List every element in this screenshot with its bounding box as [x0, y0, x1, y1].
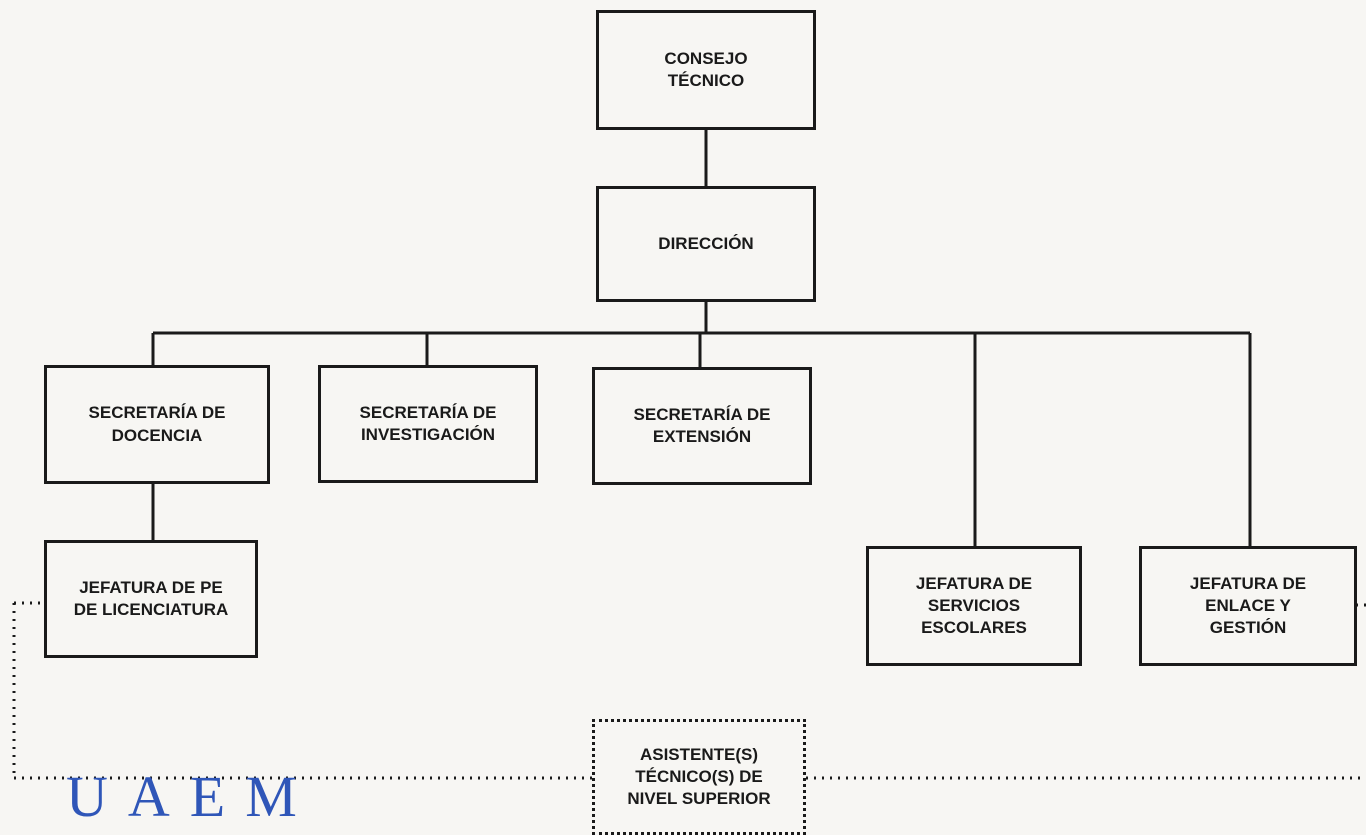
label-jefatura-enlace-gestion: JEFATURA DE ENLACE Y GESTIÓN	[1189, 573, 1307, 638]
label-consejo-tecnico: CONSEJO TÉCNICO	[664, 48, 748, 90]
label-jefatura-licenciatura: JEFATURA DE PE DE LICENCIATURA	[73, 577, 229, 619]
label-secretaria-extension: SECRETARÍA DE EXTENSIÓN	[633, 404, 771, 446]
box-asistentes-tecnicos: ASISTENTE(S) TÉCNICO(S) DE NIVEL SUPERIO…	[592, 719, 806, 835]
box-jefatura-servicios-escolares: JEFATURA DE SERVICIOS ESCOLARES	[866, 546, 1082, 666]
box-secretaria-investigacion: SECRETARÍA DE INVESTIGACIÓN	[318, 365, 538, 483]
box-secretaria-extension: SECRETARÍA DE EXTENSIÓN	[592, 367, 812, 485]
box-direccion: DIRECCIÓN	[596, 186, 816, 302]
box-jefatura-enlace-gestion: JEFATURA DE ENLACE Y GESTIÓN	[1139, 546, 1357, 666]
label-asistentes-tecnicos: ASISTENTE(S) TÉCNICO(S) DE NIVEL SUPERIO…	[627, 744, 771, 809]
label-secretaria-docencia: SECRETARÍA DE DOCENCIA	[88, 403, 226, 445]
uaem-logo: UAEM	[66, 764, 317, 829]
box-consejo-tecnico: CONSEJO TÉCNICO	[596, 10, 816, 130]
label-secretaria-investigacion: SECRETARÍA DE INVESTIGACIÓN	[359, 402, 497, 444]
box-secretaria-docencia: SECRETARÍA DE DOCENCIA	[44, 365, 270, 484]
box-jefatura-licenciatura: JEFATURA DE PE DE LICENCIATURA	[44, 540, 258, 658]
label-jefatura-servicios-escolares: JEFATURA DE SERVICIOS ESCOLARES	[915, 573, 1033, 638]
label-direccion: DIRECCIÓN	[658, 233, 754, 253]
